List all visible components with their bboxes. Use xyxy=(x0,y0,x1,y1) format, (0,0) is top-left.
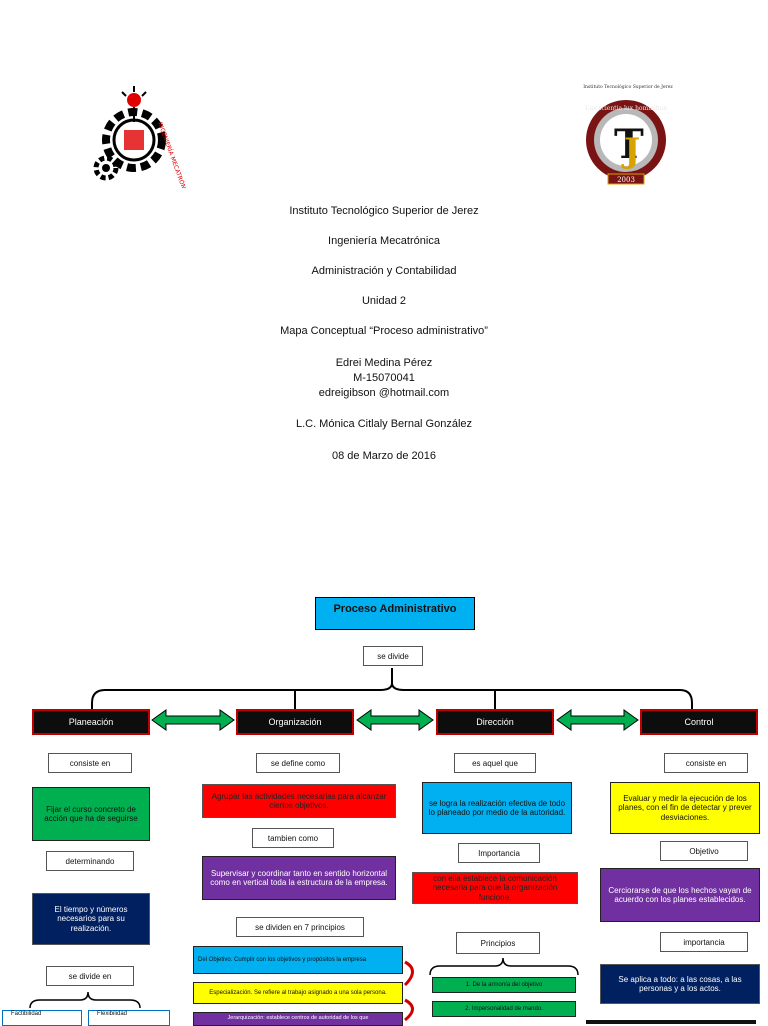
organizacion-principle-1: Del Objetivo. Cumplir con los objetivos … xyxy=(193,946,403,974)
document-date: 08 de Marzo de 2016 xyxy=(332,450,436,462)
institute-seal-logo: Instituto Tecnológico Superior de Jerez … xyxy=(578,78,678,193)
phase-organizacion: Organización xyxy=(236,709,354,735)
svg-text:2003: 2003 xyxy=(617,176,635,184)
direccion-principle-2: 2. Impersonalidad de mando. xyxy=(432,1001,576,1017)
work-title: Mapa Conceptual “Proceso administrativo” xyxy=(280,325,488,337)
direccion-link-3: Principios xyxy=(456,932,540,954)
subject-name: Administración y Contabilidad xyxy=(311,265,457,277)
student-id: M-15070041 xyxy=(353,372,415,384)
control-desc-3: Se aplica a todo: a las cosas, a las per… xyxy=(600,964,760,1004)
direccion-link-2: Importancia xyxy=(458,843,540,863)
unit-label: Unidad 2 xyxy=(361,295,407,307)
root-link-label: se divide xyxy=(363,646,423,666)
phase-control: Control xyxy=(640,709,758,735)
student-name: Edrei Medina Pérez xyxy=(335,357,433,369)
control-desc: Evaluar y medir la ejecución de los plan… xyxy=(610,782,760,834)
direccion-desc: se logra la realización efectiva de todo… xyxy=(422,782,572,834)
organizacion-link-1: se define como xyxy=(256,753,340,773)
direccion-desc-2: con ella establece la comunicación neces… xyxy=(412,872,578,904)
planeacion-desc: Fijar el curso concreto de acción que ha… xyxy=(32,787,150,841)
planeacion-link-1: consiste en xyxy=(48,753,132,773)
control-desc-2: Cerciorarse de que los hechos vayan de a… xyxy=(600,868,760,922)
svg-text:Instituto Tecnológico Superior: Instituto Tecnológico Superior de Jerez xyxy=(583,83,673,90)
organizacion-desc: Agrupar las actividades necesarias para … xyxy=(202,784,396,818)
direccion-principle-1: 1. De la armonía del objetivo xyxy=(432,977,576,993)
planeacion-link-2: determinando xyxy=(46,851,134,871)
phase-direccion: Dirección xyxy=(436,709,554,735)
planeacion-desc-2: El tiempo y números necesarios para su r… xyxy=(32,893,150,945)
organizacion-link-2: tambien como xyxy=(252,828,334,848)
svg-text:J: J xyxy=(621,131,640,171)
student-email: edreigibson @hotmail.com xyxy=(318,387,450,399)
gear-icon: INGENIERÍA MECATRÓNICA xyxy=(93,86,191,200)
svg-text:Lux scientia lux hominibus: Lux scientia lux hominibus xyxy=(585,105,666,112)
root-node: Proceso Administrativo xyxy=(315,597,475,630)
mechatronics-logo: INGENIERÍA MECATRÓNICA xyxy=(88,78,191,200)
direccion-link-1: es aquel que xyxy=(454,753,536,773)
control-link-3: importancia xyxy=(660,932,748,952)
teacher-name: L.C. Mónica Citlaly Bernal González xyxy=(295,418,473,430)
control-link-2: Objetivo xyxy=(660,841,748,861)
organizacion-principle-2: Especialización. Se refiere al trabajo a… xyxy=(193,982,403,1004)
institute-name: Instituto Tecnológico Superior de Jerez xyxy=(289,205,479,217)
double-arrow-icon xyxy=(151,709,639,731)
organizacion-desc-2: Supervisar y coordinar tanto en sentido … xyxy=(202,856,396,900)
control-next-box xyxy=(586,1020,756,1024)
control-link-1: consiste en xyxy=(664,753,748,773)
phase-planeacion: Planeación xyxy=(32,709,150,735)
organizacion-link-3: se dividen en 7 principios xyxy=(236,917,364,937)
planeacion-link-3: se divide en xyxy=(46,966,134,986)
svg-text:T: T xyxy=(614,121,644,168)
career-name: Ingeniería Mecatrónica xyxy=(328,235,440,247)
